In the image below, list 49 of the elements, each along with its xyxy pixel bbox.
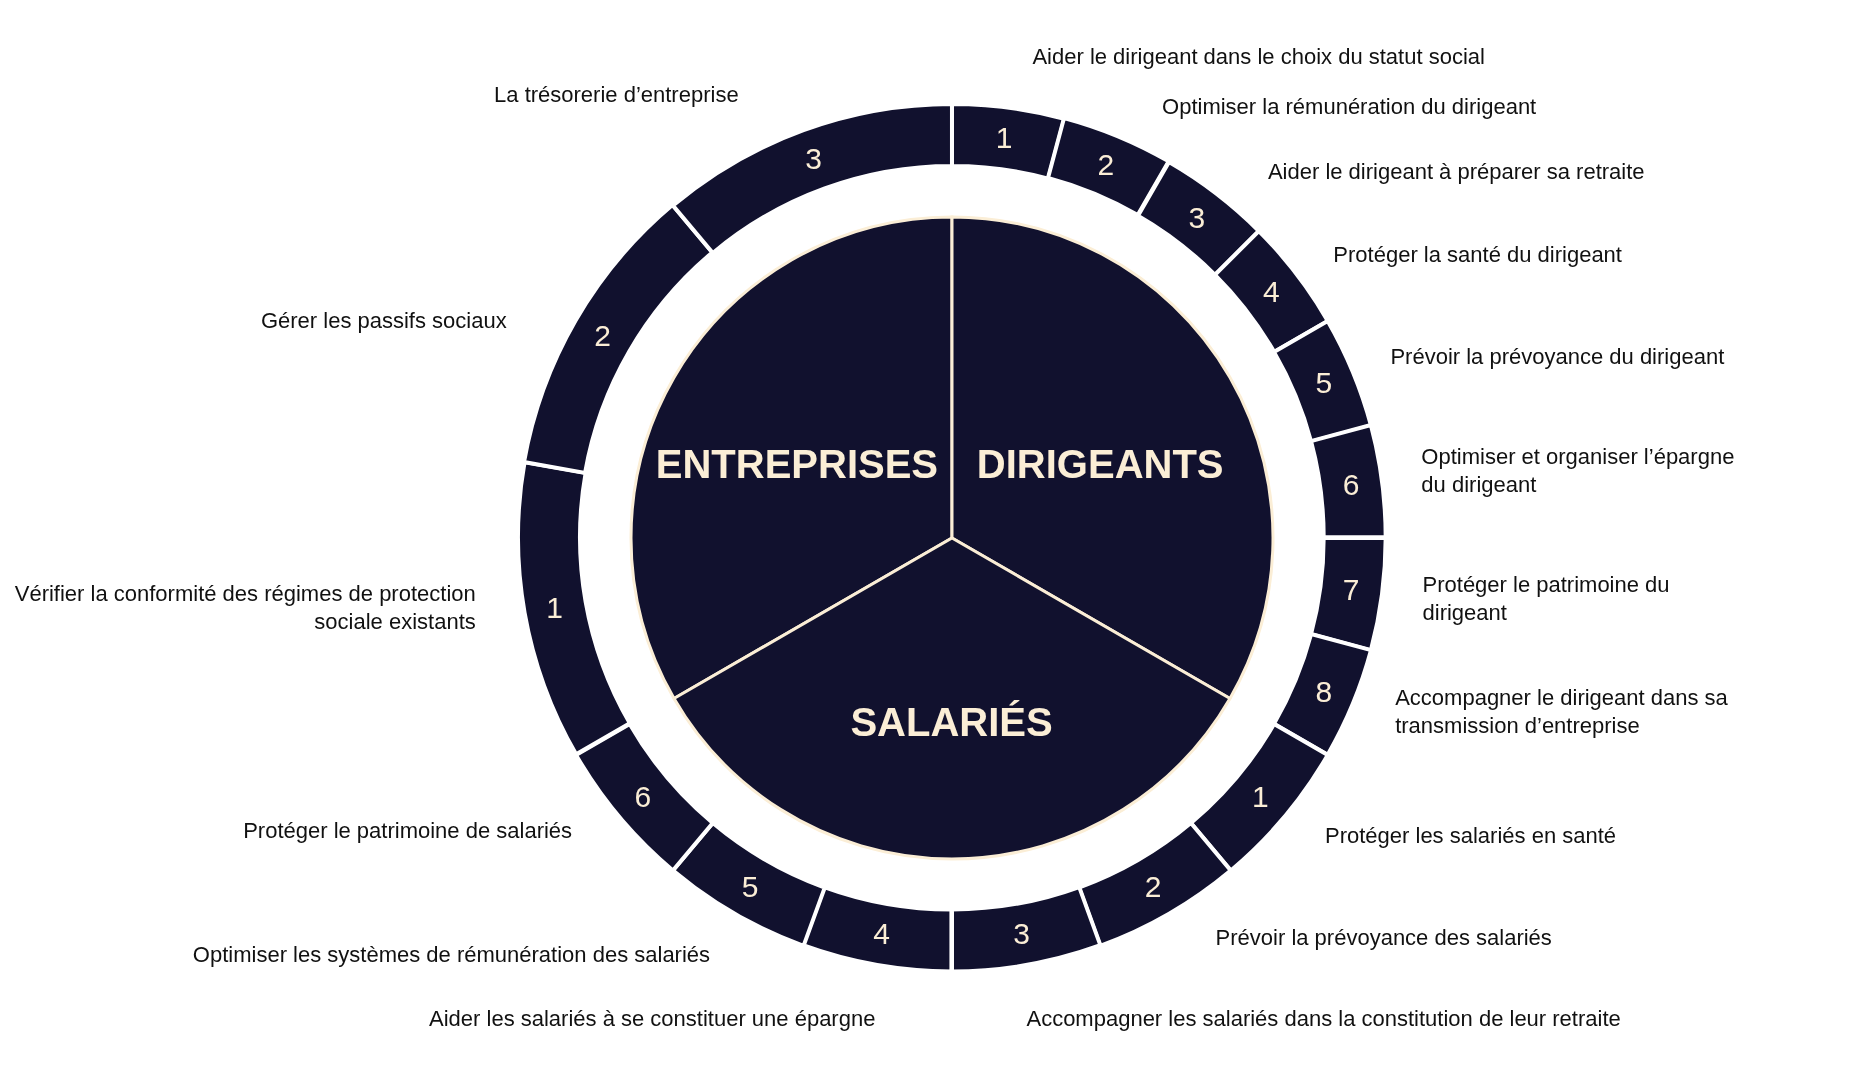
- segment-label: Protéger les salariés en santé: [1325, 822, 1617, 851]
- segment-label: Optimiser la rémunération du dirigeant: [1162, 93, 1537, 122]
- segment-number: 8: [1315, 676, 1333, 707]
- sector-title: ENTREPRISES: [655, 443, 939, 484]
- segment-number: 6: [634, 781, 652, 812]
- segment-number: 4: [1262, 277, 1280, 308]
- segment-number: 5: [1315, 368, 1333, 399]
- segment-label: Protéger le patrimoine de salariés: [243, 817, 573, 846]
- ring-segment: [1047, 118, 1169, 216]
- segment-number: 6: [1342, 470, 1360, 500]
- sector-title: SALARIÉS: [850, 701, 1053, 742]
- segment-number: 7: [1342, 575, 1360, 606]
- segment-number: 1: [995, 123, 1013, 154]
- pie-sector: [673, 537, 1230, 859]
- segment-label: Prévoir la prévoyance du dirigeant: [1390, 342, 1725, 371]
- segment-label: Optimiser les systèmes de rémunération des salariés: [192, 941, 711, 970]
- segment-label: Aider les salariés à se constituer une épargne: [429, 1005, 876, 1034]
- segment-label: Vérifier la conformité des régimes de protection sociale existants: [13, 579, 476, 636]
- segment-number: 5: [741, 871, 759, 902]
- segment-number: 4: [873, 919, 890, 950]
- segment-label: La trésorerie d’entreprise: [494, 81, 739, 110]
- ring-segment: [1310, 537, 1386, 650]
- sector-title: DIRIGEANTS: [976, 443, 1224, 484]
- segment-number: 2: [1097, 150, 1115, 181]
- segment-number: 1: [1251, 781, 1269, 812]
- segment-number: 2: [594, 321, 611, 352]
- segment-label: Optimiser et organiser l’épargne du dirigeant: [1421, 443, 1736, 499]
- segment-label: Aider le dirigeant à préparer sa retraite: [1267, 158, 1645, 187]
- ring-segment: [1214, 230, 1328, 352]
- segment-label: Accompagner le dirigeant dans sa transmission d’entreprise: [1395, 684, 1729, 741]
- ring-segment: [951, 887, 1100, 972]
- segment-label: Prévoir la prévoyance des salariés: [1215, 924, 1552, 953]
- ring-segment: [575, 723, 713, 871]
- segment-number: 3: [1188, 202, 1206, 233]
- segment-label: Protéger le patrimoine du dirigeant: [1422, 571, 1671, 628]
- segment-number: 3: [1013, 919, 1030, 950]
- segment-number: 2: [1144, 871, 1162, 902]
- ring-segment: [517, 462, 630, 755]
- segment-number: 1: [546, 592, 563, 623]
- segment-label: Gérer les passifs sociaux: [260, 307, 507, 336]
- segment-label: Protéger la santé du dirigeant: [1333, 240, 1622, 269]
- ring-segment: [803, 887, 952, 972]
- segment-label: Accompagner les salariés dans la constitution de leur retraite: [1026, 1005, 1621, 1034]
- ring-segment: [1273, 320, 1371, 442]
- ring-segment: [1273, 633, 1371, 755]
- segment-number: 3: [805, 143, 822, 174]
- ring-segment: [1310, 425, 1386, 538]
- ring-segment: [951, 103, 1064, 179]
- segment-label: Aider le dirigeant dans le choix du statut social: [1032, 43, 1485, 72]
